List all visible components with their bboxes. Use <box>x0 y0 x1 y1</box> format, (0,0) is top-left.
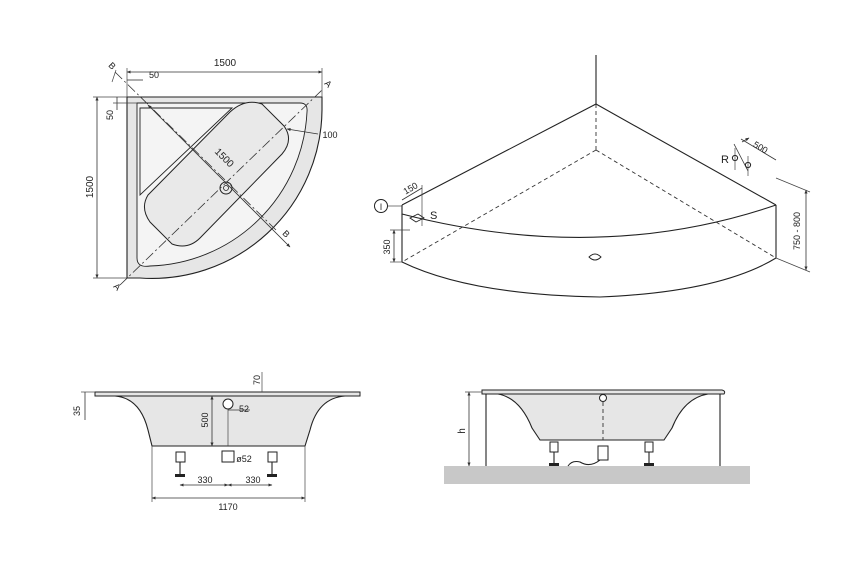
section-a-view: 70 52 500 35 ø52 330 330 1170 <box>72 372 361 512</box>
iso-rim-front <box>401 204 777 238</box>
dim-iso-500: 500 <box>751 139 769 155</box>
section-label-b-bottom: B <box>280 228 291 239</box>
iso-view: R 500 750 - 800 l 150 S 350 <box>374 55 811 298</box>
iso-drain-icon <box>588 253 602 261</box>
l-marker-icon <box>374 199 388 213</box>
section-label-a-bottom: A <box>111 281 122 292</box>
label-s: S <box>430 210 437 222</box>
section-label-b-top: B <box>106 60 117 71</box>
dim-section-a-52: 52 <box>239 404 249 414</box>
section-a-drain <box>221 450 235 463</box>
section-b-rim <box>481 389 726 395</box>
dim-section-a-330-right: 330 <box>245 475 260 485</box>
dim-rim-left: 50 <box>105 110 115 120</box>
label-r: R <box>721 154 729 166</box>
dim-iso-350: 350 <box>382 239 392 254</box>
dim-section-a-o52: ø52 <box>236 454 252 464</box>
section-b-foot-right <box>644 441 654 466</box>
section-b-foot-left <box>549 441 559 466</box>
section-a-foot-left <box>175 451 186 477</box>
section-label-a-top: A <box>322 78 333 89</box>
section-b-view: h <box>444 389 750 484</box>
dim-section-a-70: 70 <box>252 375 262 385</box>
section-b-overflow <box>599 394 607 402</box>
dim-top-width: 1500 <box>214 58 237 69</box>
top-view: 1500 50 1500 50 1500 100 A A B B <box>85 58 338 293</box>
dim-section-b-h: h <box>457 428 468 434</box>
iso-tub-front <box>401 214 777 298</box>
section-a-overflow <box>222 398 234 410</box>
label-l: l <box>380 202 382 212</box>
section-b-drain <box>597 445 609 461</box>
dim-rim-top: 50 <box>149 70 159 80</box>
section-a-rim <box>94 391 361 397</box>
dim-radius: 100 <box>322 130 337 140</box>
dim-section-a-1170: 1170 <box>218 502 237 512</box>
dim-section-a-330-left: 330 <box>197 475 212 485</box>
section-a-foot-right <box>267 451 278 477</box>
dim-iso-150: 150 <box>401 180 419 196</box>
dim-height-range: 750 - 800 <box>792 212 802 250</box>
dim-section-a-35: 35 <box>72 406 82 416</box>
floor <box>444 466 750 484</box>
dim-section-a-500: 500 <box>200 412 210 427</box>
dim-top-height: 1500 <box>85 175 96 198</box>
